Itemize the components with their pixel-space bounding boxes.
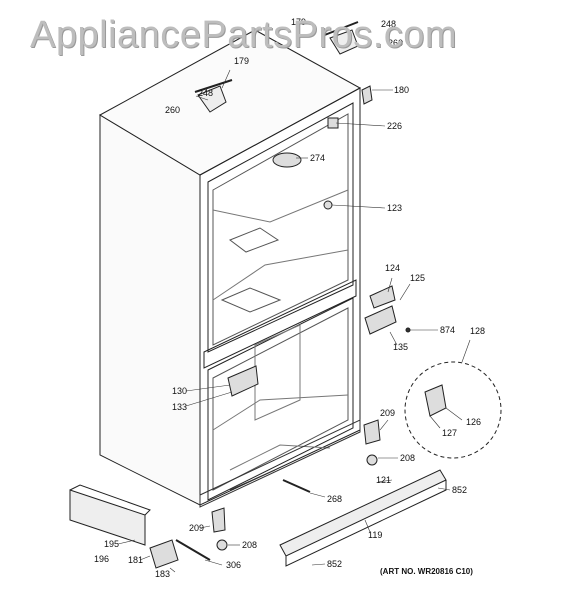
part-209-right	[363, 419, 381, 445]
part-274	[272, 152, 302, 168]
top-hinge	[197, 85, 227, 113]
callout-133: 133	[172, 402, 187, 412]
callout-874: 874	[440, 325, 455, 335]
callout-181: 181	[128, 555, 143, 565]
callout-121: 121	[376, 475, 391, 485]
callout-195: 195	[104, 539, 119, 549]
part-181	[149, 539, 179, 569]
callout-135: 135	[393, 342, 408, 352]
callout-852: 852	[327, 559, 342, 569]
callout-125: 125	[410, 273, 425, 283]
art-number: (ART NO. WR20816 C10)	[380, 567, 473, 576]
cabinet-left-side	[99, 114, 201, 506]
fresh-food-liner	[207, 102, 354, 353]
callout-208: 208	[242, 540, 257, 550]
callout-123: 123	[387, 203, 402, 213]
part-180	[361, 85, 373, 105]
callout-179: 179	[291, 17, 306, 27]
freezer-liner	[207, 297, 354, 501]
part-130	[227, 365, 259, 397]
callout-306: 306	[226, 560, 241, 570]
callout-209: 209	[380, 408, 395, 418]
part-124	[369, 285, 396, 309]
callout-248: 248	[381, 19, 396, 29]
callout-183: 183	[155, 569, 170, 579]
callout-179: 179	[234, 56, 249, 66]
callout-128: 128	[470, 326, 485, 336]
callout-labels: 179 248 260 180 226 274 123 124 125 874 135 128 130 1…	[94, 17, 485, 579]
part-268	[282, 479, 311, 493]
callout-196: 196	[94, 554, 109, 564]
toe-grille-195	[69, 489, 146, 546]
detail-128-circle	[404, 361, 502, 459]
part-306	[175, 539, 211, 561]
callout-274: 274	[310, 153, 325, 163]
base-rail-119	[279, 469, 447, 557]
callout-852: 852	[452, 485, 467, 495]
part-208-right	[366, 454, 378, 466]
callout-260: 260	[165, 105, 180, 115]
callout-119: 119	[368, 530, 382, 540]
callout-126: 126	[466, 417, 481, 427]
part-123	[323, 200, 333, 210]
watermark: AppliancePartsPros.com	[30, 14, 458, 56]
callout-208: 208	[400, 453, 415, 463]
callout-127: 127	[442, 428, 457, 438]
callout-130: 130	[172, 386, 187, 396]
part-135	[364, 305, 397, 335]
mullion	[203, 279, 357, 369]
part-208-left	[216, 539, 228, 551]
part-209-left	[211, 507, 226, 533]
part-126	[424, 384, 447, 417]
callout-209: 209	[189, 523, 204, 533]
part-874	[405, 327, 411, 333]
callout-248: 248	[198, 88, 213, 98]
callout-124: 124	[385, 263, 400, 273]
top-hinge-right	[329, 29, 359, 55]
callout-226: 226	[387, 121, 402, 131]
callout-268: 268	[327, 494, 342, 504]
callout-260: 260	[388, 38, 403, 48]
callout-180: 180	[394, 85, 409, 95]
